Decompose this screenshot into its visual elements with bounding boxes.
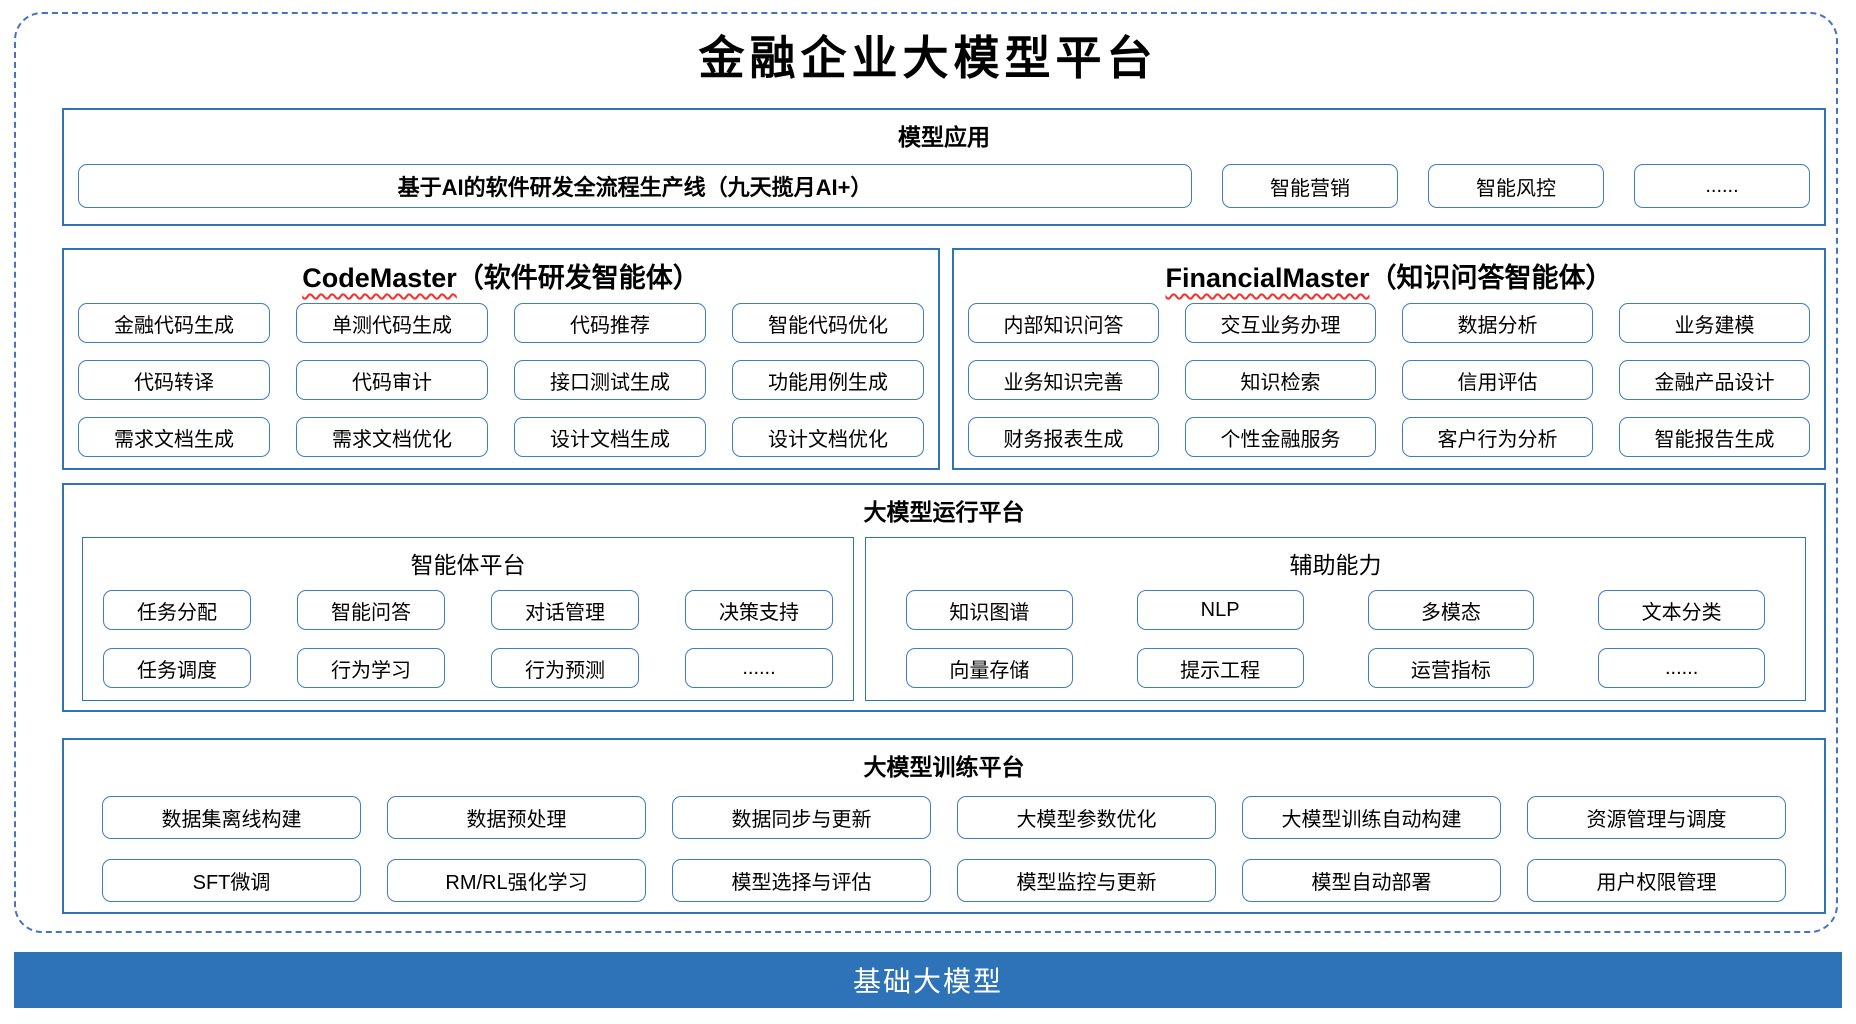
app-chip: 智能营销 (1222, 164, 1398, 208)
section-model-applications: 模型应用 基于AI的软件研发全流程生产线（九天揽月AI+） 智能营销智能风控..… (62, 108, 1826, 226)
capability-chip: 财务报表生成 (968, 417, 1159, 457)
capability-chip: 内部知识问答 (968, 303, 1159, 343)
base-model-label: 基础大模型 (852, 966, 1003, 997)
section-codemaster: CodeMaster（软件研发智能体） 金融代码生成单测代码生成代码推荐智能代码… (62, 248, 940, 470)
capability-chip: 大模型训练自动构建 (1242, 796, 1501, 839)
capability-chip: 金融代码生成 (78, 303, 270, 343)
codemaster-title-en: CodeMaster (302, 263, 457, 293)
runtime-platform-title: 大模型运行平台 (863, 499, 1025, 525)
capability-chip: 代码审计 (296, 360, 488, 400)
training-platform-title: 大模型训练平台 (863, 754, 1025, 780)
capability-chip: 个性金融服务 (1185, 417, 1376, 457)
agent-platform-box: 智能体平台 任务分配 智能问答 对话管理 决策支持任务调度 行为学习 行为预测...... (82, 537, 854, 701)
section-financialmaster: FinancialMaster（知识问答智能体） 内部知识问答交互业务办理数据分… (952, 248, 1826, 470)
capability-chip: 资源管理与调度 (1527, 796, 1786, 839)
capability-chip: 模型监控与更新 (957, 859, 1216, 902)
capability-chip: 设计文档生成 (514, 417, 706, 457)
runtime-row: 智能体平台 任务分配 智能问答 对话管理 决策支持任务调度 行为学习 行为预测......… (64, 537, 1824, 701)
capability-chip: 业务建模 (1619, 303, 1810, 343)
capability-chip: 功能用例生成 (732, 360, 924, 400)
codemaster-title: CodeMaster（软件研发智能体） (78, 256, 924, 295)
capability-chip: 设计文档优化 (732, 417, 924, 457)
capability-chip: 数据同步与更新 (672, 796, 931, 839)
capability-chip: 任务调度 (103, 648, 251, 688)
pipeline-chip: 基于AI的软件研发全流程生产线（九天揽月AI+） (78, 164, 1192, 208)
capability-chip: 决策支持 (685, 590, 833, 630)
capability-chip: ...... (1598, 648, 1765, 688)
capability-chip: 大模型参数优化 (957, 796, 1216, 839)
capability-chip: 智能问答 (297, 590, 445, 630)
section-training-platform: 大模型训练平台 数据集离线构建数据预处理数据同步与更新大模型参数优化大模型训练自… (62, 738, 1826, 914)
capability-chip: 智能代码优化 (732, 303, 924, 343)
capability-chip: 提示工程 (1136, 648, 1304, 688)
financialmaster-title: FinancialMaster（知识问答智能体） (968, 256, 1810, 295)
capability-chip: RM/RL强化学习 (387, 859, 646, 902)
app-chip: 智能风控 (1428, 164, 1604, 208)
codemaster-title-zh: （软件研发智能体） (456, 263, 700, 293)
capability-chip: 行为预测 (491, 648, 639, 688)
capability-chip: ...... (685, 648, 833, 688)
capability-chip: 文本分类 (1598, 590, 1765, 630)
app-chip: ...... (1634, 164, 1810, 208)
capability-chip: SFT微调 (102, 859, 361, 902)
agent-platform-chip-grid: 任务分配 智能问答 对话管理 决策支持任务调度 行为学习 行为预测...... (103, 590, 833, 688)
financialmaster-title-en: FinancialMaster (1165, 263, 1370, 293)
aux-ability-box: 辅助能力 知识图谱 NLP 多模态 文本分类向量存储 提示工程 运营指标...... (865, 537, 1806, 701)
capability-chip: 行为学习 (297, 648, 445, 688)
section-runtime-platform: 大模型运行平台 智能体平台 任务分配 智能问答 对话管理 决策支持任务调度 行为学习 行为… (62, 483, 1826, 712)
capability-chip: 数据集离线构建 (102, 796, 361, 839)
aux-ability-title: 辅助能力 (1289, 552, 1382, 578)
agent-platform-title: 智能体平台 (410, 552, 526, 578)
capability-chip: 交互业务办理 (1185, 303, 1376, 343)
capability-chip: 金融产品设计 (1619, 360, 1810, 400)
capability-chip: 向量存储 (906, 648, 1073, 688)
capability-chip: 运营指标 (1367, 648, 1535, 688)
capability-chip: 需求文档优化 (296, 417, 488, 457)
capability-chip: 数据分析 (1402, 303, 1593, 343)
capability-chip: 客户行为分析 (1402, 417, 1593, 457)
aux-ability-chip-grid: 知识图谱 NLP 多模态 文本分类向量存储 提示工程 运营指标...... (906, 590, 1765, 688)
capability-chip: 模型选择与评估 (672, 859, 931, 902)
capability-chip: 知识图谱 (906, 590, 1073, 630)
capability-chip: 业务知识完善 (968, 360, 1159, 400)
financialmaster-chip-grid: 内部知识问答交互业务办理数据分析业务建模业务知识完善知识检索信用评估金融产品设计… (968, 303, 1810, 457)
capability-chip: 信用评估 (1402, 360, 1593, 400)
outer-dashed-frame (14, 12, 1838, 933)
capability-chip: 接口测试生成 (514, 360, 706, 400)
training-chip-grid: 数据集离线构建数据预处理数据同步与更新大模型参数优化大模型训练自动构建资源管理与… (102, 796, 1786, 902)
model-applications-title: 模型应用 (898, 124, 990, 150)
capability-chip: 代码转译 (78, 360, 270, 400)
capability-chip: 用户权限管理 (1527, 859, 1786, 902)
model-applications-row: 基于AI的软件研发全流程生产线（九天揽月AI+） 智能营销智能风控...... (64, 164, 1824, 208)
capability-chip: 代码推荐 (514, 303, 706, 343)
capability-chip: 数据预处理 (387, 796, 646, 839)
codemaster-chip-grid: 金融代码生成单测代码生成代码推荐智能代码优化代码转译代码审计接口测试生成功能用例… (78, 303, 924, 457)
agents-row: CodeMaster（软件研发智能体） 金融代码生成单测代码生成代码推荐智能代码… (62, 248, 1826, 470)
capability-chip: 需求文档生成 (78, 417, 270, 457)
capability-chip: 单测代码生成 (296, 303, 488, 343)
page-title: 金融企业大模型平台 (698, 31, 1158, 85)
capability-chip: NLP (1136, 590, 1304, 630)
capability-chip: 多模态 (1367, 590, 1535, 630)
capability-chip: 智能报告生成 (1619, 417, 1810, 457)
capability-chip: 任务分配 (103, 590, 251, 630)
capability-chip: 知识检索 (1185, 360, 1376, 400)
base-model-bar: 基础大模型 (14, 952, 1842, 1008)
financialmaster-title-zh: （知识问答智能体） (1369, 263, 1613, 293)
capability-chip: 模型自动部署 (1242, 859, 1501, 902)
capability-chip: 对话管理 (491, 590, 639, 630)
